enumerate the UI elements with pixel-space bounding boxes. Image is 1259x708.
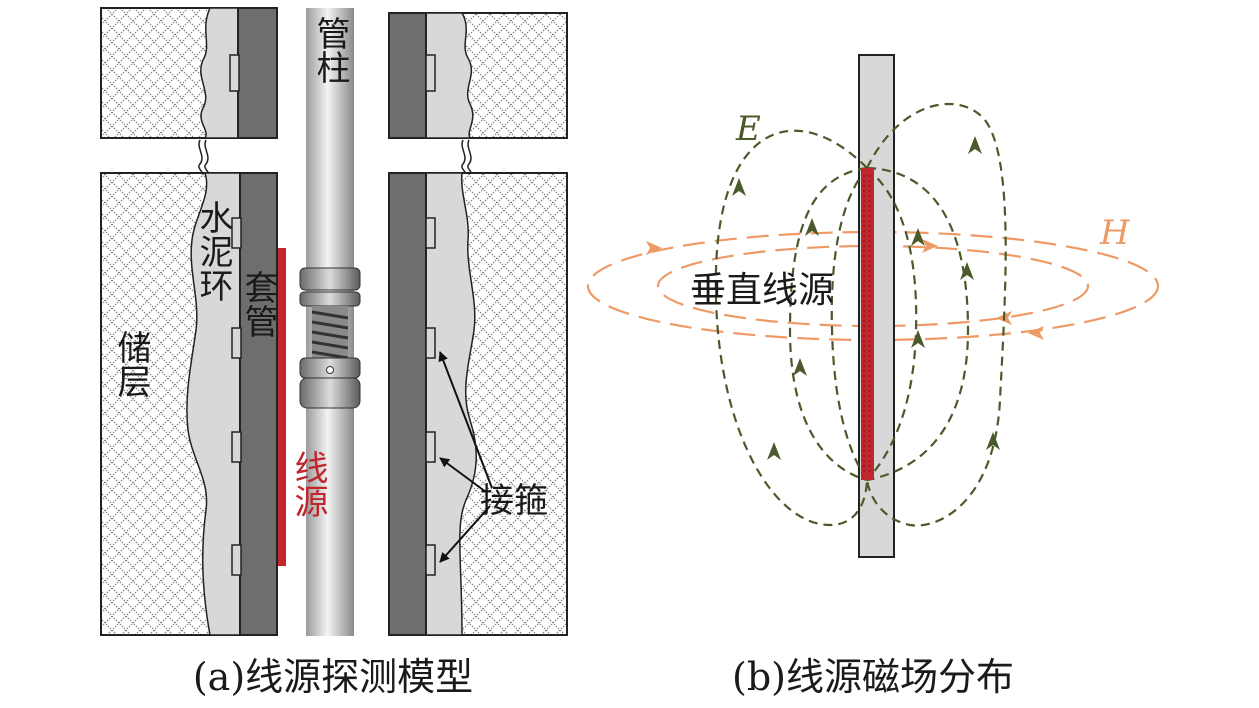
e-loop-left-outer bbox=[714, 129, 869, 527]
tubing-string bbox=[299, 8, 361, 636]
casing-upper-left bbox=[237, 7, 278, 139]
collar-slot-4-right bbox=[425, 544, 436, 576]
label-tubing: 管柱 bbox=[310, 16, 350, 84]
source-red-texture bbox=[863, 175, 871, 475]
label-vertical-source: 垂直线源 bbox=[690, 270, 834, 311]
collar-slot-1-right bbox=[425, 217, 436, 249]
collar-slot-3-right bbox=[425, 431, 436, 463]
e-arrow-1 bbox=[732, 178, 746, 196]
collar-arrow-3 bbox=[439, 505, 491, 563]
e-arrow-4 bbox=[960, 262, 974, 280]
label-line-source: 线源 bbox=[288, 450, 328, 518]
e-arrow-8 bbox=[767, 442, 781, 460]
collar-slot-3-left bbox=[231, 431, 242, 463]
lower-section bbox=[100, 172, 568, 636]
label-H: H bbox=[1099, 213, 1131, 253]
casing-lower-right bbox=[388, 172, 427, 636]
e-arrow-2 bbox=[805, 218, 819, 236]
label-reservoir: 储层 bbox=[111, 330, 151, 398]
caption-b: (b)线源磁场分布 bbox=[732, 655, 1014, 699]
collar-slot-upper-left bbox=[229, 54, 240, 92]
collar-arrow-1 bbox=[438, 351, 493, 489]
panel-a: 管柱 水泥环 套管 储层 线源 接箍 (a)线源探测模型 bbox=[100, 7, 568, 699]
e-arrow-3 bbox=[911, 228, 925, 246]
break-line-right bbox=[461, 139, 473, 175]
e-field-lines bbox=[714, 102, 1007, 527]
line-source-bar bbox=[278, 248, 286, 566]
label-casing: 套管 bbox=[238, 270, 278, 338]
h-arrow-1 bbox=[646, 241, 662, 255]
panel-b: E H 垂直线源 (b)线源磁场分布 bbox=[586, 54, 1160, 699]
collar-slot-2-left bbox=[231, 327, 242, 359]
upper-section bbox=[100, 7, 568, 175]
collar-slot-upper-right bbox=[425, 54, 436, 92]
casing-upper-right bbox=[388, 12, 427, 139]
cement-upper-left bbox=[200, 7, 241, 139]
cement-lower-left bbox=[186, 172, 241, 636]
label-cement: 水泥环 bbox=[193, 200, 233, 302]
e-loop-left-inner bbox=[830, 167, 868, 481]
label-E: E bbox=[735, 109, 761, 149]
break-line-left bbox=[198, 139, 210, 175]
caption-a: (a)线源探测模型 bbox=[193, 655, 473, 699]
collar-slot-4-left bbox=[231, 544, 242, 576]
e-arrow-6 bbox=[793, 358, 807, 376]
e-loop-right-mid bbox=[866, 166, 970, 482]
e-field-arrows bbox=[732, 136, 1000, 460]
collar-slot-2-right bbox=[425, 327, 436, 359]
collar-arrow-2 bbox=[439, 457, 487, 493]
label-collar: 接箍 bbox=[480, 481, 548, 521]
cement-lower-right bbox=[424, 172, 477, 636]
h-arrow-2 bbox=[922, 239, 938, 253]
collar-slot-1-left bbox=[231, 217, 242, 249]
source-red-segment bbox=[861, 168, 874, 480]
e-arrow-7 bbox=[911, 330, 925, 348]
h-arrow-4 bbox=[1028, 326, 1044, 340]
e-arrow-9 bbox=[986, 432, 1000, 450]
e-loop-right-inner bbox=[866, 167, 918, 481]
tubing-coupling bbox=[299, 267, 361, 409]
e-loop-right-outer bbox=[865, 102, 1007, 527]
e-loop-left-mid bbox=[788, 166, 868, 482]
e-arrow-5 bbox=[968, 136, 982, 154]
casing-lower-left bbox=[239, 172, 278, 636]
cement-upper-right bbox=[424, 12, 474, 139]
